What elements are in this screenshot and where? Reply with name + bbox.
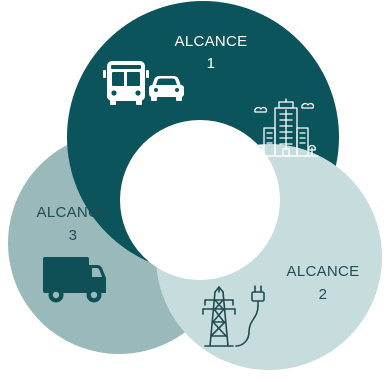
power-tower-icon xyxy=(202,286,236,347)
scope-3-title: ALCANCE xyxy=(37,204,110,221)
office-building-icon xyxy=(253,98,319,157)
center-overlap xyxy=(120,120,280,280)
scope-2-number: 2 xyxy=(319,286,328,303)
delivery-truck-icon xyxy=(43,257,106,303)
scope-1-label: ALCANCE 1 xyxy=(175,33,248,72)
scope-1-title: ALCANCE xyxy=(175,33,248,50)
scope-3-number: 3 xyxy=(69,227,78,244)
scope-3-label: ALCANCE 3 xyxy=(37,204,110,244)
scope-2-label: ALCANCE 2 xyxy=(287,263,360,303)
car-icon xyxy=(149,76,184,101)
scope-1-number: 1 xyxy=(207,55,216,72)
bus-icon xyxy=(103,61,149,105)
scope-2-title: ALCANCE xyxy=(287,263,360,280)
power-plug-icon xyxy=(235,285,265,347)
